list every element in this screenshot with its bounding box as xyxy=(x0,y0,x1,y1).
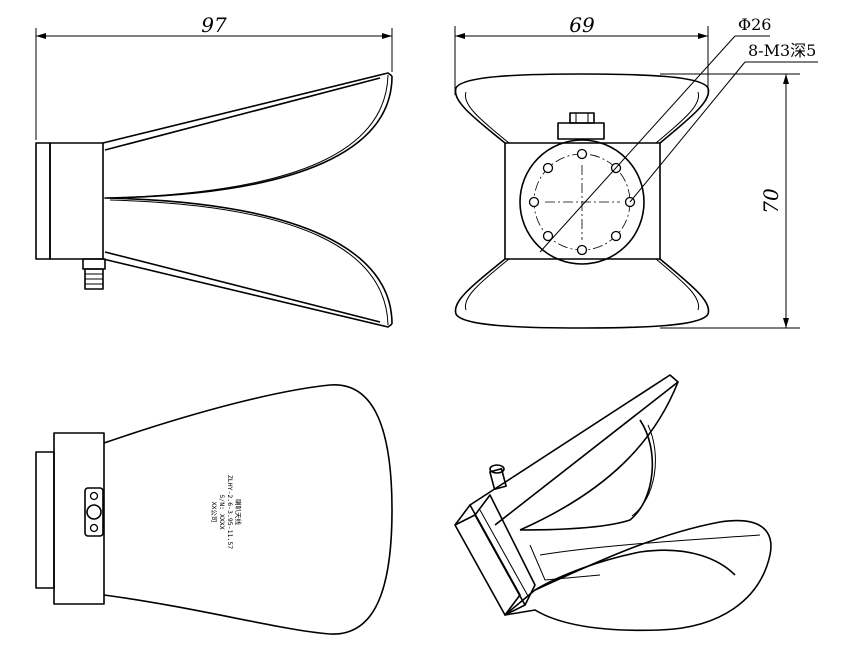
side-view: 97 xyxy=(35,13,393,328)
horn-mouth-bottom xyxy=(454,258,710,329)
dimension-height-label: 70 xyxy=(759,188,783,214)
dimension-width-label: 69 xyxy=(569,13,595,37)
svg-text:ZLHY-2.6-3.95-11.57: ZLHY-2.6-3.95-11.57 xyxy=(226,475,234,549)
connector-top-view xyxy=(84,487,104,537)
iso-upper-flare xyxy=(469,374,679,526)
horn-flare-edge xyxy=(104,75,393,325)
flange-circle xyxy=(519,139,645,265)
iso-flange-side xyxy=(454,514,526,616)
isometric-view xyxy=(454,374,772,632)
holes-callout: 8-M3深5 xyxy=(748,41,816,60)
svg-text:喇叭天线: 喇叭天线 xyxy=(234,499,243,526)
holes-leader xyxy=(629,61,746,203)
dimension-length-label: 97 xyxy=(201,13,227,37)
nameplate: 喇叭天线 ZLHY-2.6-3.95-11.57 S/N: XXXX XX公司 xyxy=(210,475,243,549)
top-view: 喇叭天线 ZLHY-2.6-3.95-11.57 S/N: XXXX XX公司 xyxy=(35,384,393,635)
front-view: 69 70 xyxy=(454,13,818,329)
connector-top xyxy=(569,112,595,124)
iso-lower-flare xyxy=(504,519,772,632)
svg-text:S/N: XXXX: S/N: XXXX xyxy=(218,494,226,529)
flange-face xyxy=(504,142,661,260)
diameter-callout: Φ26 xyxy=(738,15,771,34)
flange-block xyxy=(53,432,105,605)
iso-inner-curve xyxy=(519,419,654,531)
waveguide-flange xyxy=(49,142,104,260)
svg-text:XX公司: XX公司 xyxy=(210,502,218,523)
horn-outline xyxy=(103,384,393,635)
iso-connector xyxy=(489,467,507,491)
diameter-leader xyxy=(539,35,736,253)
horn-mouth-top xyxy=(454,73,710,144)
